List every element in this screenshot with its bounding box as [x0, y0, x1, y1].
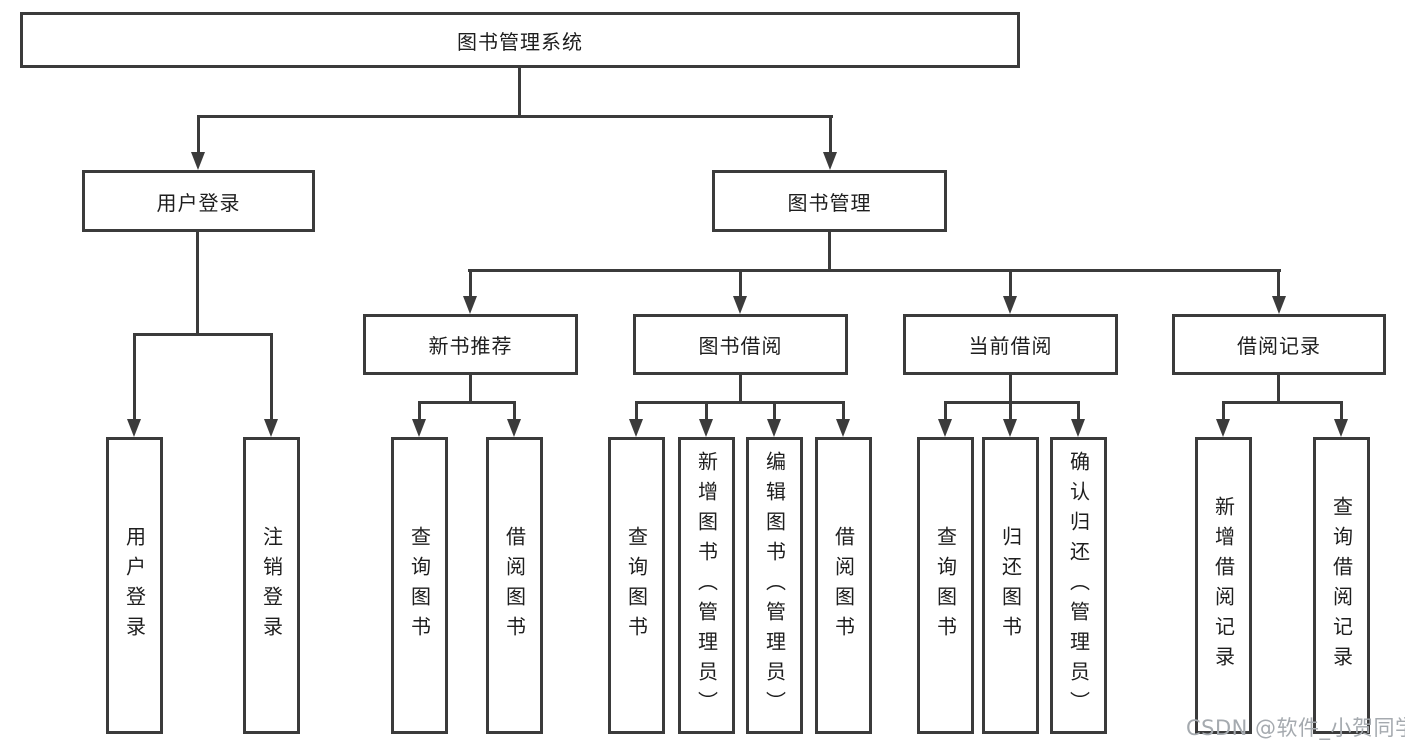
- arrow-down-icon: [629, 419, 643, 437]
- node-current-borrow: 当前借阅: [903, 314, 1118, 375]
- arrow-down-icon: [412, 419, 426, 437]
- leaf-edit-books-admin: 编辑图书（管理员）: [746, 437, 803, 734]
- connector-records-leaf2-drop: [1340, 401, 1343, 419]
- leaf-query-books-current: 查询图书: [917, 437, 974, 734]
- connector-l3-drop-4: [1277, 269, 1280, 296]
- leaf-borrow-books-recommend: 借阅图书: [486, 437, 543, 734]
- connector-login-leaf2-drop: [270, 333, 273, 419]
- leaf-logout: 注销登录: [243, 437, 300, 734]
- arrow-down-icon: [1334, 419, 1348, 437]
- arrow-down-icon: [1003, 419, 1017, 437]
- arrow-down-icon: [699, 419, 713, 437]
- leaf-label: 注销登录: [259, 525, 284, 646]
- leaf-label: 借阅图书: [502, 525, 527, 646]
- connector-current-leaf2-drop: [1009, 401, 1012, 419]
- connector-borrow-leaf1-drop: [635, 401, 638, 419]
- node-label: 图书管理: [787, 190, 872, 215]
- connector-current-hbar: [944, 401, 1080, 404]
- connector-book-mgmt-drop: [829, 115, 832, 152]
- arrow-down-icon: [733, 296, 747, 314]
- connector-level3-hbar: [468, 269, 1281, 272]
- connector-root-stem: [518, 68, 521, 118]
- arrow-down-icon: [507, 419, 521, 437]
- leaf-label: 归还图书: [998, 525, 1023, 646]
- node-book-borrow: 图书借阅: [633, 314, 848, 375]
- leaf-label: 用户登录: [122, 525, 147, 646]
- csdn-watermark: CSDN @软件_小贺同学: [1186, 716, 1405, 740]
- leaf-label: 新增图书（管理员）: [694, 450, 719, 721]
- node-label: 图书借阅: [698, 334, 783, 358]
- leaf-query-books-recommend: 查询图书: [391, 437, 448, 734]
- node-library-management-system: 图书管理系统: [20, 12, 1020, 68]
- connector-l3-drop-3: [1009, 269, 1012, 296]
- connector-login-leaf1-drop: [133, 333, 136, 419]
- connector-l3-drop-1: [469, 269, 472, 296]
- connector-records-hbar: [1222, 401, 1343, 404]
- connector-level2-hbar: [197, 115, 833, 118]
- arrow-down-icon: [463, 296, 477, 314]
- connector-records-leaf1-drop: [1222, 401, 1225, 419]
- connector-borrow-hbar: [635, 401, 845, 404]
- node-new-book-recommend: 新书推荐: [363, 314, 578, 375]
- connector-borrow-leaf2-drop: [705, 401, 708, 419]
- connector-login-hbar: [133, 333, 273, 336]
- leaf-label: 查询图书: [407, 525, 432, 646]
- connector-borrow-stem: [739, 375, 742, 404]
- connector-recommend-leaf2-drop: [513, 401, 516, 419]
- leaf-add-borrow-record: 新增借阅记录: [1195, 437, 1252, 734]
- connector-recommend-leaf1-drop: [418, 401, 421, 419]
- leaf-label: 查询图书: [933, 525, 958, 646]
- connector-mgmt-stem: [828, 232, 831, 270]
- leaf-return-books: 归还图书: [982, 437, 1039, 734]
- leaf-user-login: 用户登录: [106, 437, 163, 734]
- arrow-down-icon: [1216, 419, 1230, 437]
- leaf-label: 借阅图书: [831, 525, 856, 646]
- arrow-down-icon: [938, 419, 952, 437]
- leaf-query-borrow-record: 查询借阅记录: [1313, 437, 1370, 734]
- arrow-down-icon: [191, 152, 205, 170]
- leaf-label: 新增借阅记录: [1211, 495, 1236, 676]
- connector-borrow-leaf3-drop: [773, 401, 776, 419]
- connector-current-leaf3-drop: [1077, 401, 1080, 419]
- arrow-down-icon: [127, 419, 141, 437]
- leaf-label: 编辑图书（管理员）: [762, 450, 787, 721]
- connector-borrow-leaf4-drop: [842, 401, 845, 419]
- connector-recommend-hbar: [418, 401, 516, 404]
- leaf-confirm-return-admin: 确认归还（管理员）: [1050, 437, 1107, 734]
- connector-recommend-stem: [469, 375, 472, 404]
- connector-user-login-drop: [197, 115, 200, 152]
- node-label: 用户登录: [156, 190, 241, 215]
- connector-records-stem: [1277, 375, 1280, 404]
- leaf-label: 查询借阅记录: [1329, 495, 1354, 676]
- connector-login-stem: [196, 232, 199, 336]
- arrow-down-icon: [1272, 296, 1286, 314]
- node-book-management: 图书管理: [712, 170, 947, 232]
- connector-current-leaf1-drop: [944, 401, 947, 419]
- arrow-down-icon: [823, 152, 837, 170]
- node-label: 图书管理系统: [457, 29, 583, 54]
- arrow-down-icon: [264, 419, 278, 437]
- node-borrow-records: 借阅记录: [1172, 314, 1386, 375]
- node-user-login: 用户登录: [82, 170, 315, 232]
- leaf-borrow-books: 借阅图书: [815, 437, 872, 734]
- node-label: 借阅记录: [1237, 334, 1321, 358]
- leaf-label: 确认归还（管理员）: [1066, 450, 1091, 721]
- node-label: 当前借阅: [968, 334, 1053, 358]
- arrow-down-icon: [1071, 419, 1085, 437]
- leaf-query-books-borrow: 查询图书: [608, 437, 665, 734]
- arrow-down-icon: [767, 419, 781, 437]
- leaf-add-books-admin: 新增图书（管理员）: [678, 437, 735, 734]
- connector-current-stem: [1009, 375, 1012, 404]
- arrow-down-icon: [1003, 296, 1017, 314]
- leaf-label: 查询图书: [624, 525, 649, 646]
- arrow-down-icon: [836, 419, 850, 437]
- node-label: 新书推荐: [428, 334, 513, 358]
- connector-l3-drop-2: [739, 269, 742, 296]
